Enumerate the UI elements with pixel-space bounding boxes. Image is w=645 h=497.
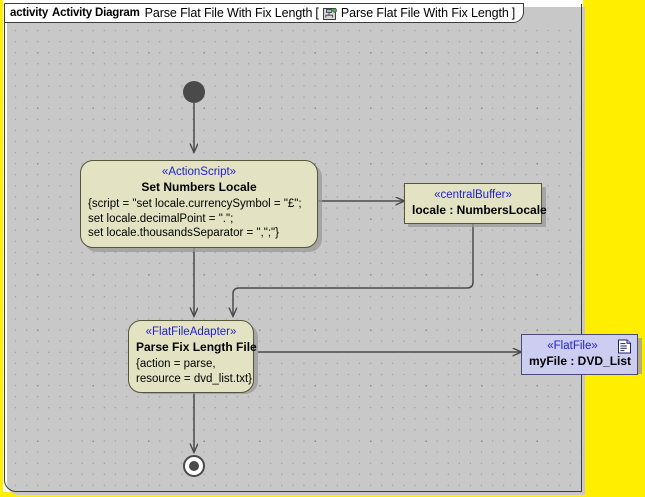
initial-node[interactable] bbox=[183, 81, 205, 103]
object-node-locale-buffer[interactable]: «centralBuffer» locale : NumbersLocale bbox=[404, 183, 547, 224]
frame-bracket-close: ] bbox=[511, 6, 516, 20]
action-node-set-numbers-locale[interactable]: «ActionScript» Set Numbers Locale {scrip… bbox=[80, 160, 318, 248]
frame-type-label: Activity Diagram bbox=[52, 7, 140, 19]
locale-buffer-name: locale : NumbersLocale bbox=[412, 203, 547, 217]
artifact-document-icon bbox=[617, 339, 632, 354]
parse-fix-length-file-body: {action = parse, resource = dvd_list.txt… bbox=[136, 357, 253, 386]
set-numbers-locale-body-line-2: set locale.decimalPoint = "."; bbox=[88, 212, 234, 225]
activity-final-node[interactable] bbox=[183, 455, 205, 477]
diagram-frame-header-tab[interactable]: activity Activity Diagram Parse Flat Fil… bbox=[4, 3, 525, 23]
set-numbers-locale-name: Set Numbers Locale bbox=[141, 180, 257, 194]
set-numbers-locale-body: {script = "set locale.currencySymbol = "… bbox=[88, 197, 310, 241]
action-node-parse-fix-length-file[interactable]: «FlatFileAdapter» Parse Fix Length File … bbox=[128, 320, 257, 393]
parse-fix-length-file-body-line-2: resource = dvd_list.txt} bbox=[136, 372, 253, 385]
my-file-name: myFile : DVD_List bbox=[529, 354, 632, 368]
set-numbers-locale-body-line-3: set locale.thousandsSeparator = ",";"} bbox=[88, 227, 279, 239]
locale-buffer-stereotype: «centralBuffer» bbox=[434, 189, 512, 201]
set-numbers-locale-body-line-1: {script = "set locale.currencySymbol = "… bbox=[88, 198, 302, 210]
parse-fix-length-file-stereotype: «FlatFileAdapter» bbox=[145, 326, 237, 338]
frame-reference-name: Parse Flat File With Fix Length bbox=[340, 6, 509, 20]
diagram-frame-border bbox=[4, 4, 582, 492]
frame-diagram-name: Parse Flat File With Fix Length bbox=[144, 6, 313, 20]
set-numbers-locale-stereotype: «ActionScript» bbox=[161, 166, 237, 178]
my-file-stereotype: «FlatFile» bbox=[547, 340, 598, 352]
frame-keyword: activity bbox=[10, 7, 49, 19]
parse-fix-length-file-body-line-1: {action = parse, bbox=[136, 358, 216, 370]
object-node-my-file[interactable]: «FlatFile» myFile : DVD_List bbox=[521, 334, 638, 375]
frame-bracket-open: [ bbox=[315, 6, 319, 20]
activity-diagram-icon bbox=[322, 7, 337, 21]
parse-fix-length-file-name: Parse Fix Length File bbox=[136, 340, 257, 354]
